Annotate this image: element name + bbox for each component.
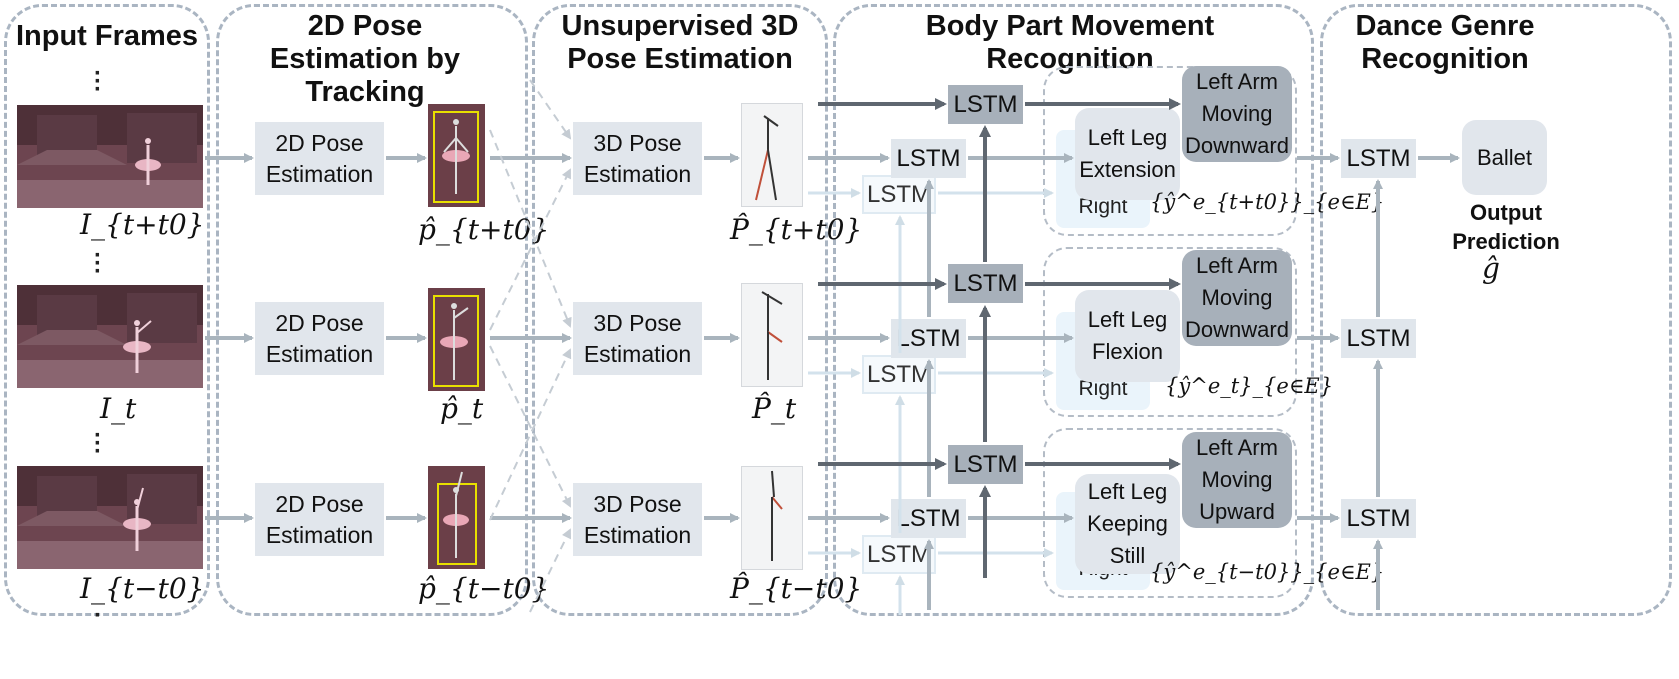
- movement-set-label: {ŷ^e_{t−t0}}_{e∈E}: [1150, 560, 1385, 584]
- pose2d-label: p̂_t: [440, 392, 484, 425]
- genre-output: Ballet: [1462, 120, 1547, 195]
- title-2d-pose: 2D Pose Estimation by Tracking: [269, 10, 461, 108]
- lstm-cell-light: LSTM: [862, 175, 936, 214]
- pose2d-estimation-block: 2D Pose Estimation: [255, 302, 384, 375]
- pose2d-crop-image: [428, 104, 485, 207]
- ellipsis-dots: ···: [94, 242, 102, 285]
- genre-lstm-cell: LSTM: [1341, 319, 1416, 358]
- ellipsis-dots: ···: [94, 60, 102, 103]
- pose2d-label: p̂_{t−t0}: [418, 572, 550, 605]
- movement-set-label: {ŷ^e_{t+t0}}_{e∈E}: [1150, 190, 1385, 214]
- lstm-cell-mid: LSTM: [891, 499, 966, 538]
- lstm-cell-mid: LSTM: [891, 319, 966, 358]
- stage-2d-pose: [216, 4, 528, 616]
- stage-genre: [1320, 4, 1672, 616]
- pose3d-label: P̂_{t+t0}: [730, 213, 863, 246]
- movement-set-label: {ŷ^e_t}_{e∈E}: [1165, 374, 1334, 398]
- pose2d-crop-image: [428, 466, 485, 569]
- title-body-part: Body Part Movement Recognition: [925, 10, 1215, 75]
- stage-body-part: [833, 4, 1314, 616]
- title-input-frames: Input Frames: [15, 20, 199, 52]
- pose2d-estimation-block: 2D Pose Estimation: [255, 122, 384, 195]
- title-3d-pose: Unsupervised 3D Pose Estimation: [561, 10, 799, 75]
- ellipsis-dots: ···: [94, 422, 102, 465]
- arm-movement-output: Left Arm Moving Upward: [1182, 432, 1292, 528]
- movement-group-box: [1043, 428, 1297, 598]
- movement-group-box: [1043, 247, 1297, 417]
- input-frame-image: [17, 285, 203, 388]
- output-caption: Output Prediction: [1452, 200, 1560, 254]
- pose3d-estimation-block: 3D Pose Estimation: [573, 483, 702, 556]
- input-frame-image: [17, 105, 203, 208]
- pose3d-label: P̂_t: [752, 392, 797, 425]
- output-symbol: ĝ: [1482, 252, 1500, 285]
- pose2d-label: p̂_{t+t0}: [418, 213, 550, 246]
- genre-lstm-cell: LSTM: [1341, 139, 1416, 178]
- lstm-cell-dark: LSTM: [948, 445, 1023, 484]
- stage-3d-pose: [532, 4, 828, 616]
- leg-movement-output: Left Leg Flexion: [1075, 290, 1180, 382]
- pose3d-estimation-block: 3D Pose Estimation: [573, 122, 702, 195]
- frame-label: I_t: [100, 392, 137, 425]
- input-frame-image: [17, 466, 203, 569]
- stage-input-frames: [4, 4, 210, 616]
- pose2d-estimation-block: 2D Pose Estimation: [255, 483, 384, 556]
- lstm-cell-dark: LSTM: [948, 264, 1023, 303]
- title-genre: Dance Genre Recognition: [1355, 10, 1535, 75]
- pose3d-skeleton-image: [741, 466, 803, 570]
- pose3d-skeleton-image: [741, 103, 803, 207]
- frame-label: I_{t−t0}: [80, 572, 205, 605]
- arm-movement-output: Left Arm Moving Downward: [1182, 66, 1292, 162]
- pose2d-crop-image: [428, 288, 485, 391]
- ellipsis-dots: ·: [94, 602, 102, 629]
- lstm-cell-mid: LSTM: [891, 139, 966, 178]
- pose3d-label: P̂_{t−t0}: [730, 572, 863, 605]
- leg-movement-output: Left Leg Keeping Still: [1075, 474, 1180, 574]
- genre-lstm-cell: LSTM: [1341, 499, 1416, 538]
- leg-movement-output: Left Leg Extension: [1075, 108, 1180, 200]
- lstm-cell-dark: LSTM: [948, 85, 1023, 124]
- arm-movement-output: Left Arm Moving Downward: [1182, 250, 1292, 346]
- pose3d-estimation-block: 3D Pose Estimation: [573, 302, 702, 375]
- frame-label: I_{t+t0}: [80, 208, 205, 241]
- movement-group-box: [1043, 66, 1297, 236]
- lstm-cell-light: LSTM: [862, 535, 936, 574]
- pose3d-skeleton-image: [741, 283, 803, 387]
